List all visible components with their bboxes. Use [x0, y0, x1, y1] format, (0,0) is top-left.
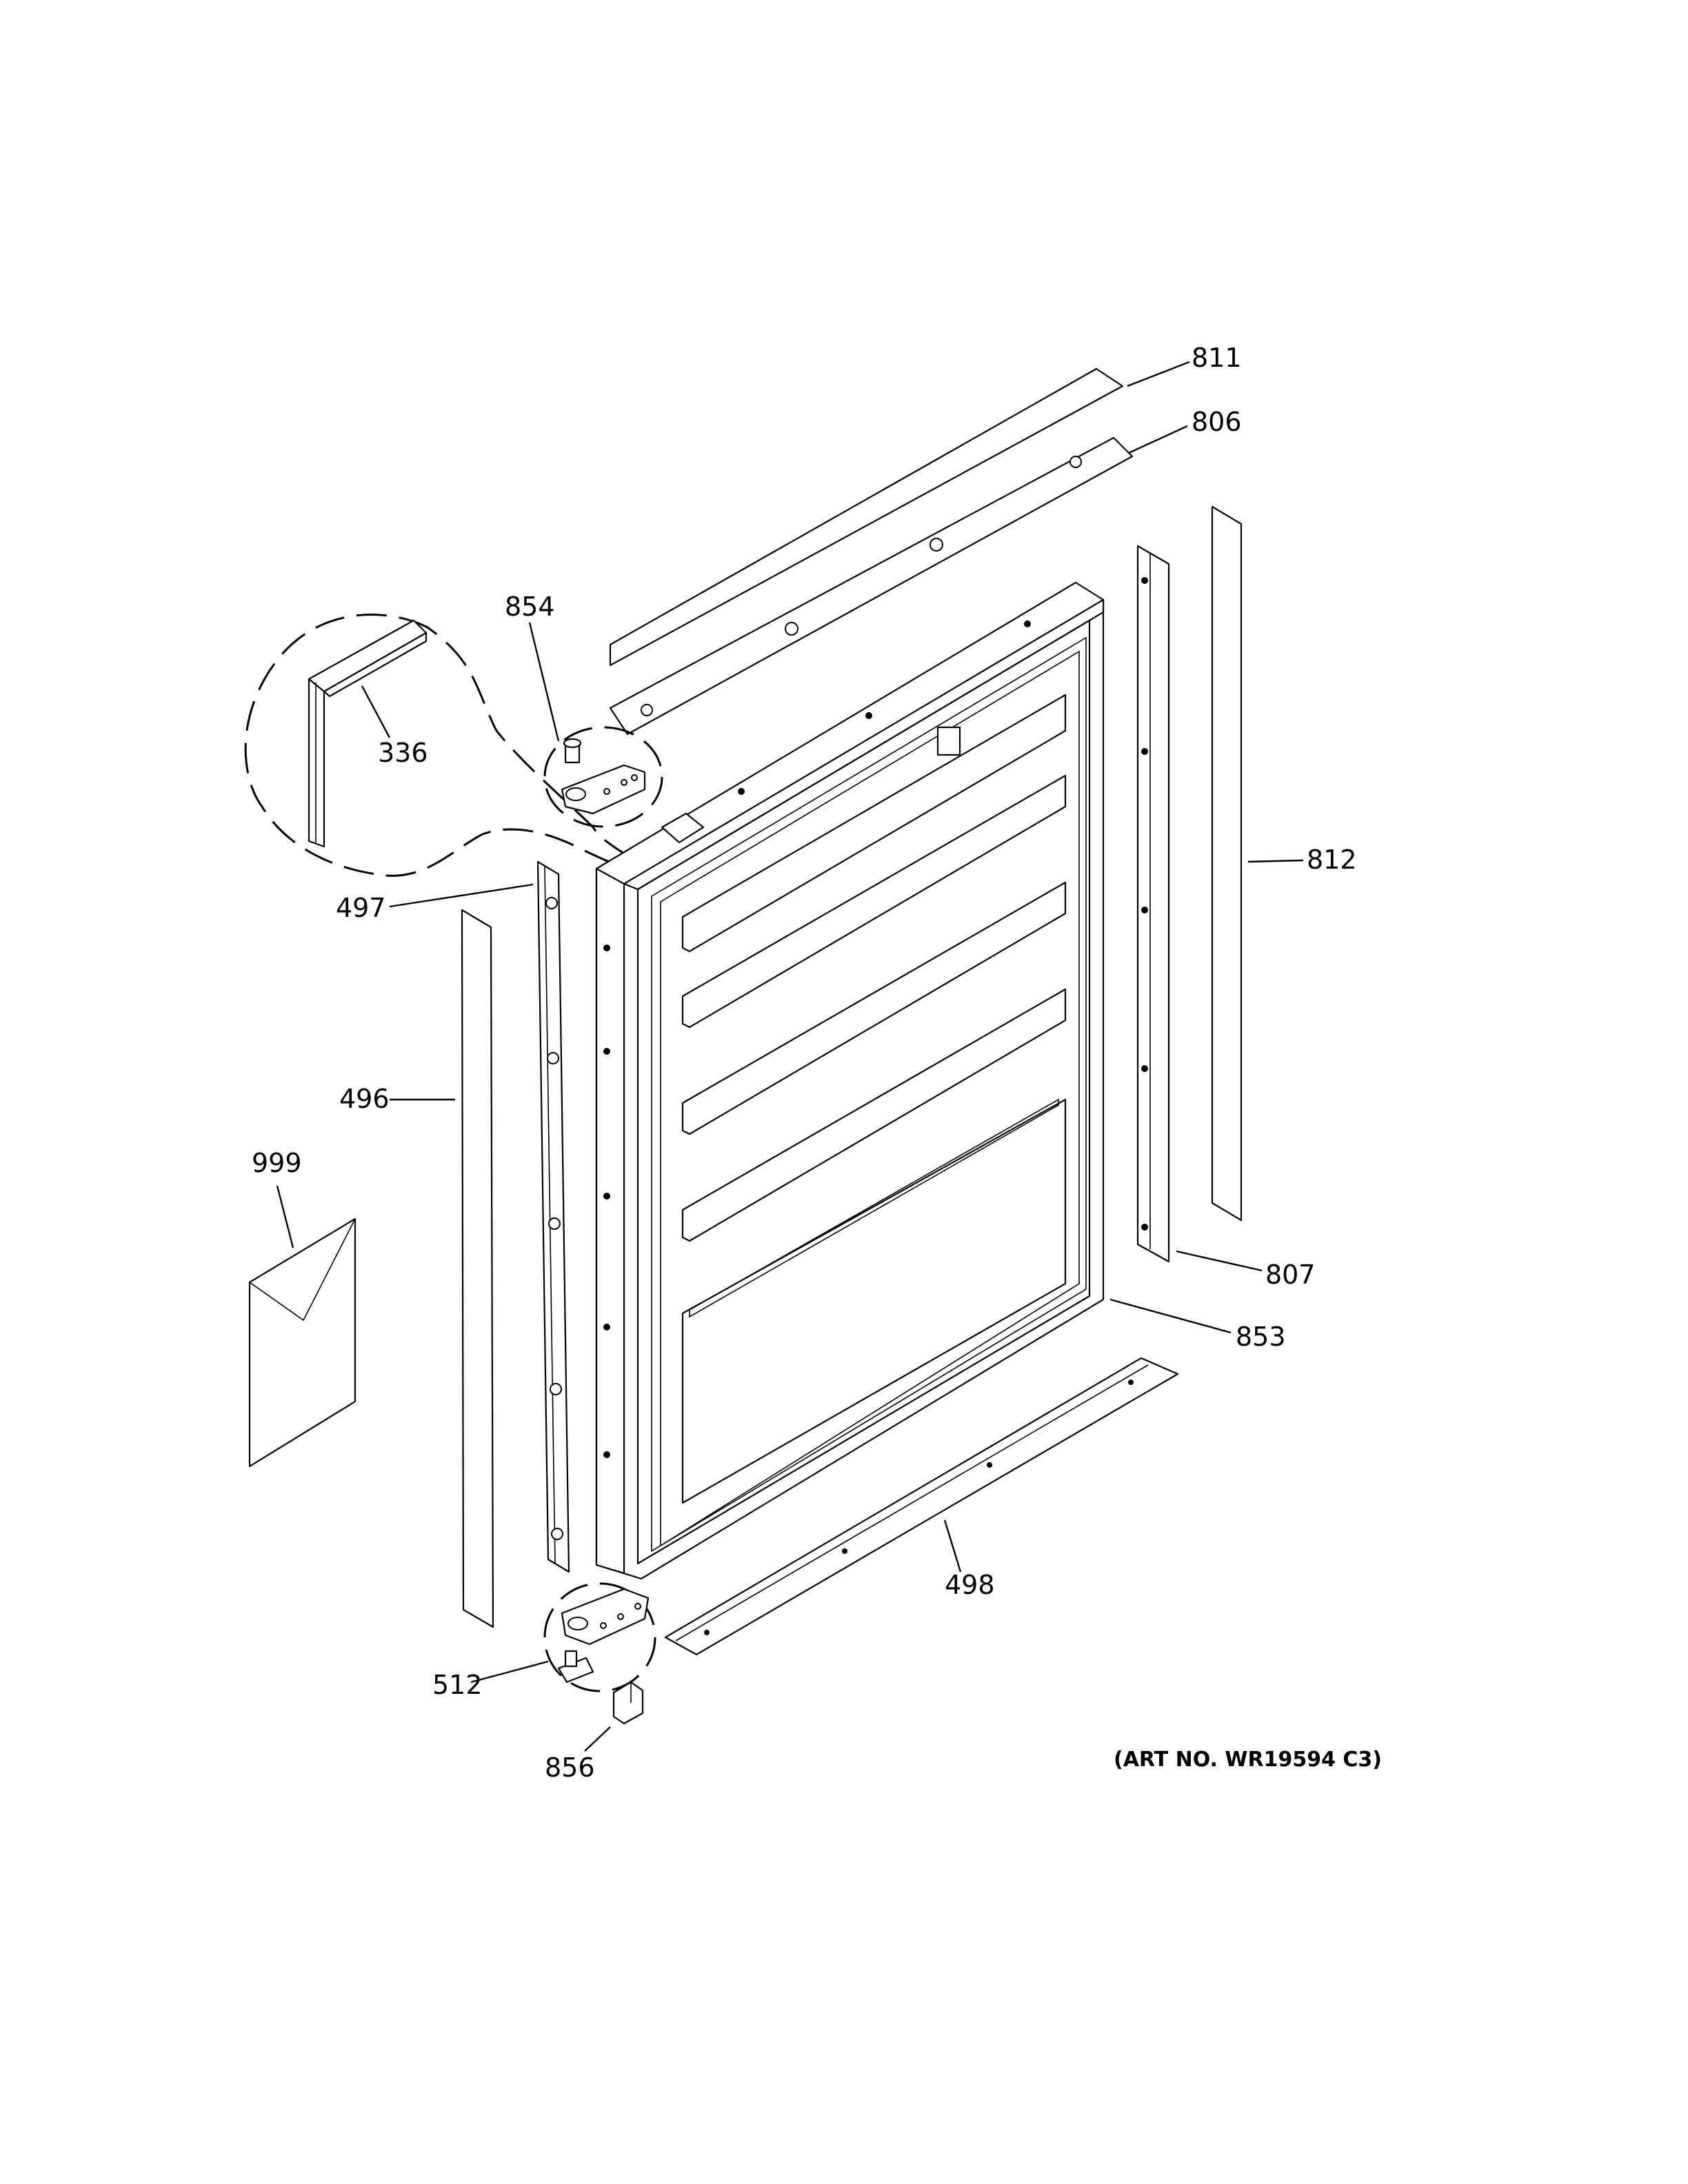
- part-498-bottom-bar: [664, 1357, 1179, 1656]
- callout-496: 496: [339, 1084, 390, 1114]
- part-496-left-trim: [461, 909, 494, 1628]
- leader-512: [470, 1660, 549, 1684]
- part-853-door-frame: [595, 581, 1105, 1580]
- callout-497: 497: [336, 893, 386, 923]
- part-497-left-bar: [536, 860, 570, 1573]
- leader-853: [1109, 1298, 1232, 1334]
- part-512-bottom-hinge: [543, 1582, 656, 1692]
- part-999-literature: [248, 1217, 356, 1468]
- callout-999: 999: [252, 1148, 302, 1178]
- part-336-detail: [244, 614, 647, 877]
- leader-999: [276, 1185, 294, 1248]
- callout-806: 806: [1192, 407, 1242, 437]
- leader-lines: [276, 361, 1304, 1752]
- leader-807: [1176, 1250, 1263, 1272]
- callout-336: 336: [378, 738, 428, 768]
- part-811-top-trim: [609, 367, 1124, 667]
- callout-854: 854: [505, 592, 555, 622]
- part-854-top-hinge: [543, 726, 663, 828]
- art-number: (ART NO. WR19594 C3): [1114, 1748, 1382, 1772]
- callout-812: 812: [1307, 845, 1357, 875]
- leader-498: [943, 1519, 962, 1573]
- part-806-top-bar: [609, 436, 1134, 736]
- leader-854: [528, 622, 560, 742]
- part-856-bracket: [612, 1681, 644, 1725]
- callout-labels: 811 806 854 336 812 497 496 999 807 853 …: [252, 343, 1357, 1783]
- leader-812: [1247, 859, 1304, 863]
- leader-811: [1127, 361, 1190, 387]
- callout-498: 498: [945, 1570, 995, 1600]
- leader-806: [1128, 425, 1188, 454]
- leader-497: [389, 883, 534, 908]
- callout-811: 811: [1192, 343, 1242, 373]
- callout-853: 853: [1236, 1322, 1286, 1352]
- part-807-right-bracket: [1136, 545, 1170, 1263]
- leader-336: [361, 685, 391, 738]
- leader-856: [584, 1726, 611, 1752]
- callout-512: 512: [432, 1670, 483, 1700]
- callout-856: 856: [545, 1752, 595, 1783]
- part-812-right-trim: [1211, 505, 1243, 1222]
- callout-807: 807: [1265, 1260, 1316, 1290]
